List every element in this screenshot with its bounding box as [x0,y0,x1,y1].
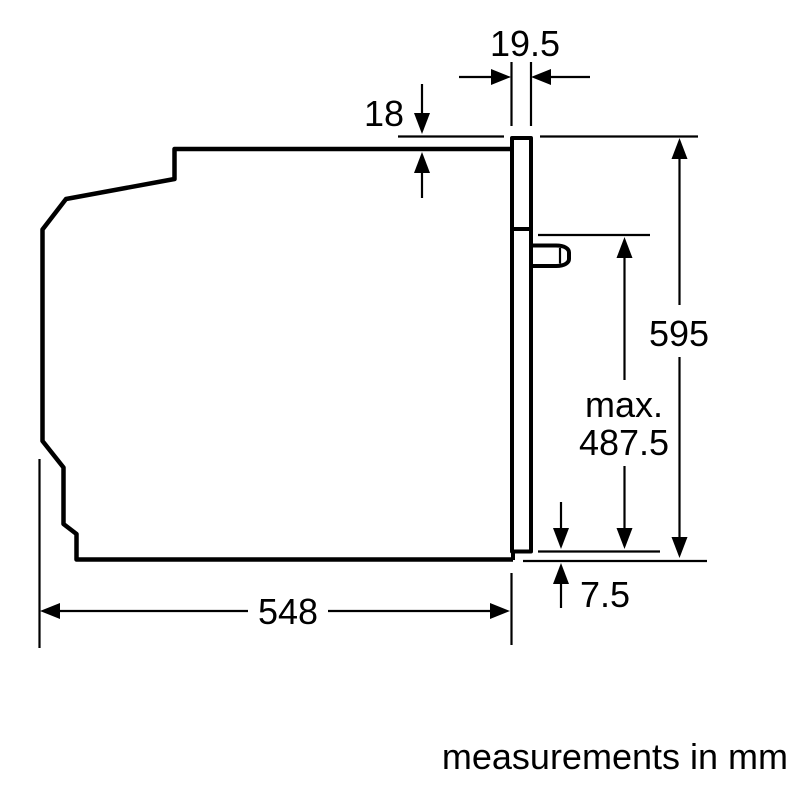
arrowhead-frame-depth-right [531,69,551,85]
door-handle [529,243,571,268]
measurement-unit-note: measurements in mm [442,736,788,777]
arrowhead-bottom-overhang-up [553,563,569,584]
dim-label-frame-depth: 19.5 [490,23,560,64]
dim-label-top-overhang: 18 [364,93,404,134]
oven-front-frame [510,136,533,554]
arrowhead-total-height-top [671,138,688,159]
dim-label-bottom-overhang: 7.5 [580,574,630,615]
arrowhead-body-depth-left [40,603,60,619]
dim-label-door-max-prefix: max. [585,384,663,425]
arrowhead-total-height-bottom [671,537,688,558]
arrowhead-top-overhang-up [414,152,430,173]
arrowhead-door-max-bottom [616,528,633,549]
oven-body-outline [40,146,513,562]
arrowhead-bottom-overhang-down [553,528,569,549]
arrowhead-top-overhang-down [414,113,430,134]
dim-label-body-depth: 548 [258,591,318,632]
arrowhead-body-depth-right [490,603,510,619]
arrowhead-frame-depth-left [491,69,511,85]
arrowhead-door-max-top [616,237,633,258]
dim-label-door-max-value: 487.5 [579,422,669,463]
dim-label-total-height: 595 [649,313,709,354]
